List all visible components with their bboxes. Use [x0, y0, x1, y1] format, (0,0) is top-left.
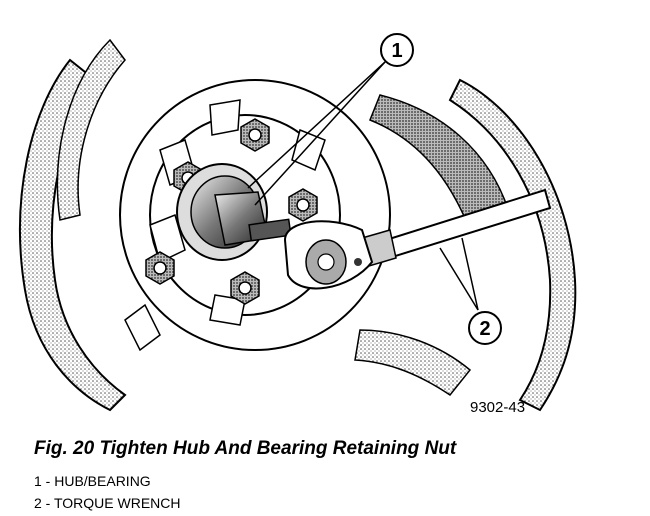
lug-nut: [240, 118, 270, 152]
hub-torque-illustration: 1 2 9302-43: [19, 33, 577, 416]
socket: [214, 191, 292, 246]
callout-1: 1: [247, 33, 414, 206]
tire-right: [354, 78, 577, 412]
lug-nuts: [145, 118, 318, 305]
torque-wrench: [283, 188, 552, 290]
lug-nut: [145, 251, 175, 285]
parts-legend: 1 - HUB/BEARING 2 - TORQUE WRENCH: [34, 470, 181, 514]
callout-2-number: 2: [479, 318, 490, 340]
tire-left: [19, 38, 127, 412]
lug-nut: [288, 188, 318, 222]
callout-1-number: 1: [391, 40, 402, 62]
legend-item-hub-bearing: 1 - HUB/BEARING: [34, 473, 151, 489]
lug-nut: [230, 271, 260, 305]
figure-id-code: 9302-43: [470, 399, 525, 416]
figure-caption: Fig. 20 Tighten Hub And Bearing Retainin…: [34, 438, 457, 459]
legend-item-torque-wrench: 2 - TORQUE WRENCH: [34, 495, 181, 511]
callout-2: 2: [439, 237, 502, 345]
